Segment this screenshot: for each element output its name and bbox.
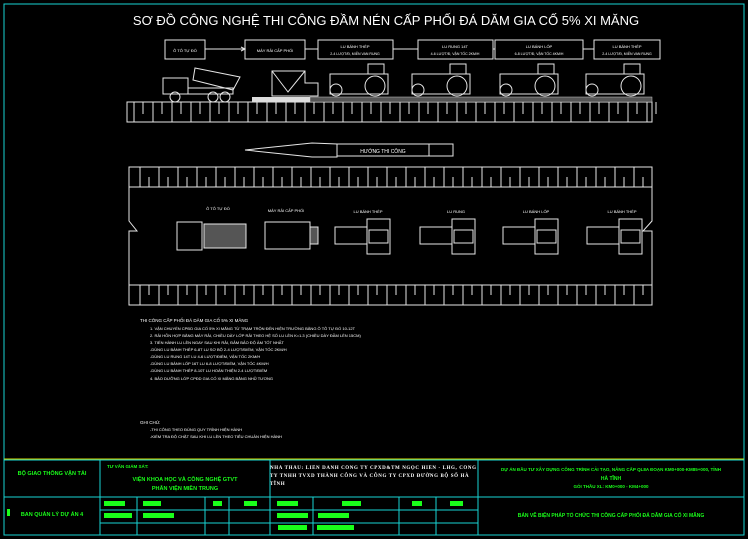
svg-text:TƯ VẤN GIÁM SÁT:: TƯ VẤN GIÁM SÁT: — [107, 463, 149, 469]
construction-notes: THI CÔNG CẤP PHỐI ĐÁ DĂM GIA CỐ 5% XI MĂ… — [140, 317, 361, 439]
plan-label-paver: MÁY RẢI CẤP PHỐI — [268, 208, 305, 213]
pmu-label: BAN QUẢN LÝ DỰ ÁN 4 — [21, 511, 84, 518]
sheet-title: BẢN VẼ BIỆN PHÁP TỔ CHỨC THI CÔNG CẤP PH… — [518, 511, 705, 519]
compacted-layer — [309, 96, 653, 103]
plan-label-truck: Ô TÔ TỰ ĐỔ — [206, 206, 230, 211]
svg-text:PHÂN VIỆN MIỀN TRUNG: PHÂN VIỆN MIỀN TRUNG — [152, 484, 218, 492]
svg-text:DỰ ÁN ĐẦU TƯ XÂY DỰNG CÔNG TRÌ: DỰ ÁN ĐẦU TƯ XÂY DỰNG CÔNG TRÌNH CẢI TẠO… — [501, 465, 721, 472]
svg-text:2-4 LƯỢT/Đ, MIỄN VAN RUNG: 2-4 LƯỢT/Đ, MIỄN VAN RUNG — [602, 51, 652, 56]
svg-text:2-4 LƯỢT/Đ, MIỄN VAN RUNG: 2-4 LƯỢT/Đ, MIỄN VAN RUNG — [330, 51, 380, 56]
plan-label-roller-2: LU RUNG — [447, 209, 465, 214]
svg-text:LU BÁNH THÉP: LU BÁNH THÉP — [340, 44, 369, 49]
owner-label: BỘ GIAO THÔNG VẬN TẢI — [18, 469, 87, 477]
flow-step-2: MÁY RẢI CẤP PHỐI — [244, 39, 306, 60]
svg-text:3. TIẾN HÀNH LU LÈN NGAY SAU K: 3. TIẾN HÀNH LU LÈN NGAY SAU KHI RẢI, ĐẢ… — [150, 340, 284, 345]
svg-text:-DÙNG LU RUNG 14T LU 4-6 LƯỢT/: -DÙNG LU RUNG 14T LU 4-6 LƯỢT/ĐIỂM, VẬN … — [150, 354, 260, 359]
svg-text:LU BÁNH THÉP: LU BÁNH THÉP — [612, 44, 641, 49]
svg-text:GHI CHÚ:: GHI CHÚ: — [140, 419, 160, 425]
svg-text:-DÙNG LU BÁNH THÉP 6-8T LU SƠ: -DÙNG LU BÁNH THÉP 6-8T LU SƠ BỘ 2-4 LƯỢ… — [150, 347, 287, 352]
roller-icon — [499, 63, 559, 97]
title-block: BỘ GIAO THÔNG VẬN TẢI BAN QUẢN LÝ DỰ ÁN … — [3, 458, 745, 536]
flow-step-6: LU BÁNH THÉP 2-4 LƯỢT/Đ, MIỄN VAN RUNG — [593, 39, 661, 60]
svg-text:-THI CÔNG THEO ĐÚNG QUY TRÌNH: -THI CÔNG THEO ĐÚNG QUY TRÌNH HIỆN HÀNH — [150, 427, 242, 432]
svg-text:1. VẬN CHUYỂN CPĐD GIA CỐ 5% X: 1. VẬN CHUYỂN CPĐD GIA CỐ 5% XI MĂNG TỪ … — [150, 326, 356, 331]
svg-text:4-6 LƯỢT/Đ, VẬN TỐC 2KM/H: 4-6 LƯỢT/Đ, VẬN TỐC 2KM/H — [431, 51, 480, 56]
svg-text:-DÙNG LU BÁNH THÉP 8-10T LU HO: -DÙNG LU BÁNH THÉP 8-10T LU HOÀN THIỆN 2… — [150, 368, 267, 373]
svg-text:-DÙNG LU BÁNH LỐP 16T LU 6-8 L: -DÙNG LU BÁNH LỐP 16T LU 6-8 LƯỢT/ĐIỂM, … — [150, 361, 269, 366]
flow-step-5: LU BÁNH LỐP 6-8 LƯỢT/Đ, VẬN TỐC 4KM/H — [494, 39, 584, 60]
flow-step-3: LU BÁNH THÉP 2-4 LƯỢT/Đ, MIỄN VAN RUNG — [317, 39, 394, 60]
svg-text:LU BÁNH LỐP: LU BÁNH LỐP — [526, 44, 553, 49]
signature-fields — [104, 501, 463, 530]
truck-plan-icon — [176, 221, 247, 251]
roller-icon — [411, 63, 471, 97]
roller-plan-icon — [502, 218, 559, 255]
roller-plan-icon — [586, 218, 643, 255]
svg-text:HÀ TĨNH: HÀ TĨNH — [601, 475, 622, 482]
svg-text:MÁY RẢI CẤP PHỐI: MÁY RẢI CẤP PHỐI — [257, 48, 294, 53]
plan-label-roller-3: LU BÁNH LỐP — [523, 209, 550, 214]
contractor-label: NHÀ THẦU: LIÊN DANH CÔNG TY CPXD&TM NGỌC… — [270, 466, 477, 487]
svg-text:4. BẢO DƯỠNG LỚP CPĐD GIA CỐ X: 4. BẢO DƯỠNG LỚP CPĐD GIA CỐ XI MĂNG BẰN… — [150, 376, 273, 381]
roller-icon — [329, 63, 389, 97]
plan-label-roller-4: LU BÁNH THÉP — [607, 209, 636, 214]
dump-truck-icon — [162, 67, 241, 103]
plan-view: Ô TÔ TỰ ĐỔ MÁY RẢI CẤP PHỐI LU BÁNH THÉP… — [128, 166, 653, 306]
process-flow: Ô TÔ TỰ ĐỔ MÁY RẢI CẤP PHỐI LU BÁNH THÉP… — [164, 39, 661, 60]
fresh-layer — [252, 97, 310, 102]
outer-frame — [3, 3, 745, 536]
elevation-view — [126, 63, 657, 123]
svg-text:6-8 LƯỢT/Đ, VẬN TỐC 4KM/H: 6-8 LƯỢT/Đ, VẬN TỐC 4KM/H — [515, 51, 564, 56]
roller-plan-icon — [419, 218, 476, 255]
svg-text:Ô TÔ TỰ ĐỔ: Ô TÔ TỰ ĐỔ — [173, 48, 197, 53]
svg-text:GÓI THẦU XL: KM0+000 - KM4+000: GÓI THẦU XL: KM0+000 - KM4+000 — [573, 482, 649, 489]
svg-text:VIỆN KHOA HỌC VÀ CÔNG NGHỆ GTV: VIỆN KHOA HỌC VÀ CÔNG NGHỆ GTVT — [133, 475, 239, 483]
paver-plan-icon — [264, 221, 319, 250]
roller-plan-icon — [334, 218, 391, 255]
drawing-title: SƠ ĐỒ CÔNG NGHỆ THI CÔNG ĐẦM NÉN CẤP PHỐ… — [133, 13, 639, 28]
flow-step-4: LU RUNG 14T 4-6 LƯỢT/Đ, VẬN TỐC 2KM/H — [417, 39, 494, 60]
paver-icon — [271, 70, 319, 97]
svg-text:HƯỚNG THI CÔNG: HƯỚNG THI CÔNG — [360, 148, 406, 155]
flow-step-1: Ô TÔ TỰ ĐỔ — [164, 39, 206, 60]
svg-text:-KIỂM TRA ĐỘ CHẶT SAU KHI LU L: -KIỂM TRA ĐỘ CHẶT SAU KHI LU LÈN THEO TI… — [150, 434, 282, 439]
direction-arrow: HƯỚNG THI CÔNG — [244, 142, 454, 158]
svg-text:LU RUNG 14T: LU RUNG 14T — [442, 44, 469, 49]
roller-icon — [585, 63, 645, 97]
svg-text:2. RẢI HỖN HỢP BẰNG MÁY RẢI, C: 2. RẢI HỖN HỢP BẰNG MÁY RẢI, CHIỀU DÀY L… — [150, 333, 361, 338]
plan-label-roller-1: LU BÁNH THÉP — [353, 209, 382, 214]
svg-text:THI CÔNG CẤP PHỐI ĐÁ DĂM GIA C: THI CÔNG CẤP PHỐI ĐÁ DĂM GIA CỐ 5% XI MĂ… — [140, 317, 249, 323]
